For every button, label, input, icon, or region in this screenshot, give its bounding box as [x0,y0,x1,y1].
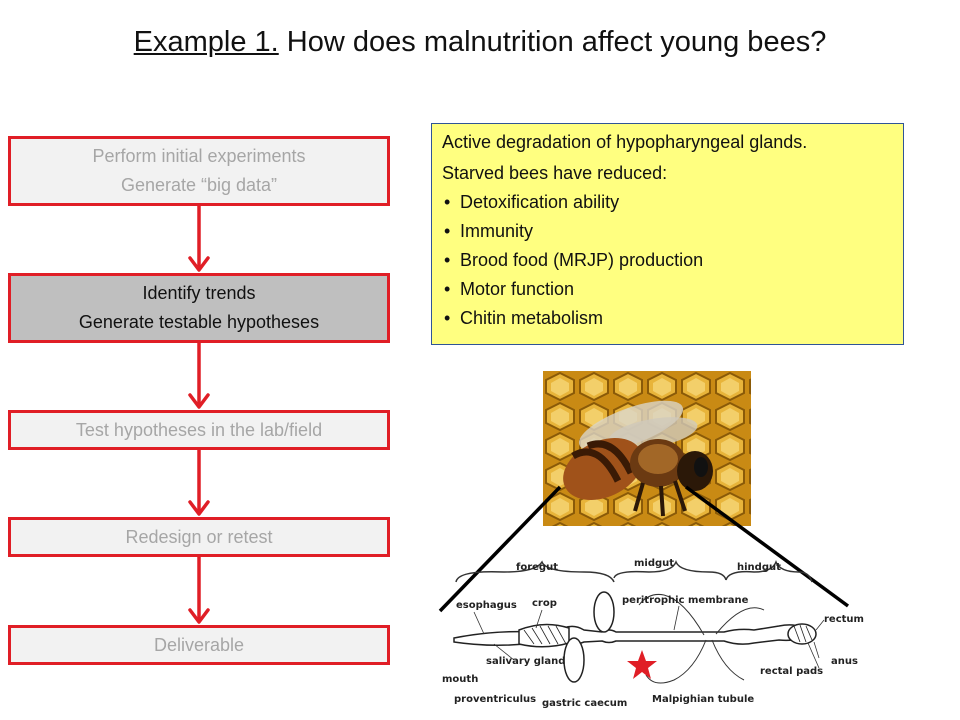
flow-step-text: Test hypotheses in the lab/field [75,419,323,440]
label-salivary-gland: salivary gland [486,656,565,667]
findings-item: Motor function [442,275,893,304]
label-peritrophic-membrane: peritrophic membrane [622,595,749,606]
flow-step-text: Identify trends [142,283,256,303]
title-question: How does malnutrition affect young bees? [278,26,827,58]
star-icon [627,650,657,679]
label-malpighian-tubule: Malpighian tubule [652,694,754,705]
flow-step-text: Generate testable hypotheses [78,312,320,332]
flow-step-text: Deliverable [153,634,245,655]
label-crop: crop [532,598,557,609]
label-anus: anus [831,656,858,667]
label-proventriculus: proventriculus [454,694,536,705]
flow-step-text: Redesign or retest [125,526,273,547]
findings-item: Immunity [442,217,893,246]
flow-step-text: Generate “big data” [120,175,278,195]
findings-item: Brood food (MRJP) production [442,246,893,275]
label-foregut: foregut [516,562,558,573]
label-gastric-caecum: gastric caecum [542,698,627,709]
label-mouth: mouth [442,674,478,685]
label-esophagus: esophagus [456,600,517,611]
flow-step-text: Perform initial experiments [92,146,306,166]
findings-item: Chitin metabolism [442,304,893,333]
findings-headline: Active degradation of hypopharyngeal gla… [442,132,808,152]
label-hindgut: hindgut [737,562,781,573]
arrow-down-icon [188,448,210,516]
arrow-down-icon [188,204,210,272]
slide-title: Example 1. How does malnutrition affect … [0,26,960,59]
label-rectal-pads: rectal pads [760,666,823,677]
bee-photo [543,371,751,526]
arrow-down-icon [188,555,210,624]
findings-list: Detoxification ability Immunity Brood fo… [442,188,893,333]
flow-step-redesign: Redesign or retest [8,517,390,557]
label-rectum: rectum [824,614,864,625]
gut-diagram: foregut midgut hindgut esophagus [442,558,864,709]
flow-step-test-hypotheses: Test hypotheses in the lab/field [8,410,390,450]
findings-box: Active degradation of hypopharyngeal gla… [431,123,904,345]
flow-step-deliverable: Deliverable [8,625,390,665]
title-example-label: Example 1. [133,26,279,58]
findings-item: Detoxification ability [442,188,893,217]
findings-intro: Starved bees have reduced: [442,163,668,183]
arrow-down-icon [188,341,210,409]
label-midgut: midgut [634,558,674,569]
